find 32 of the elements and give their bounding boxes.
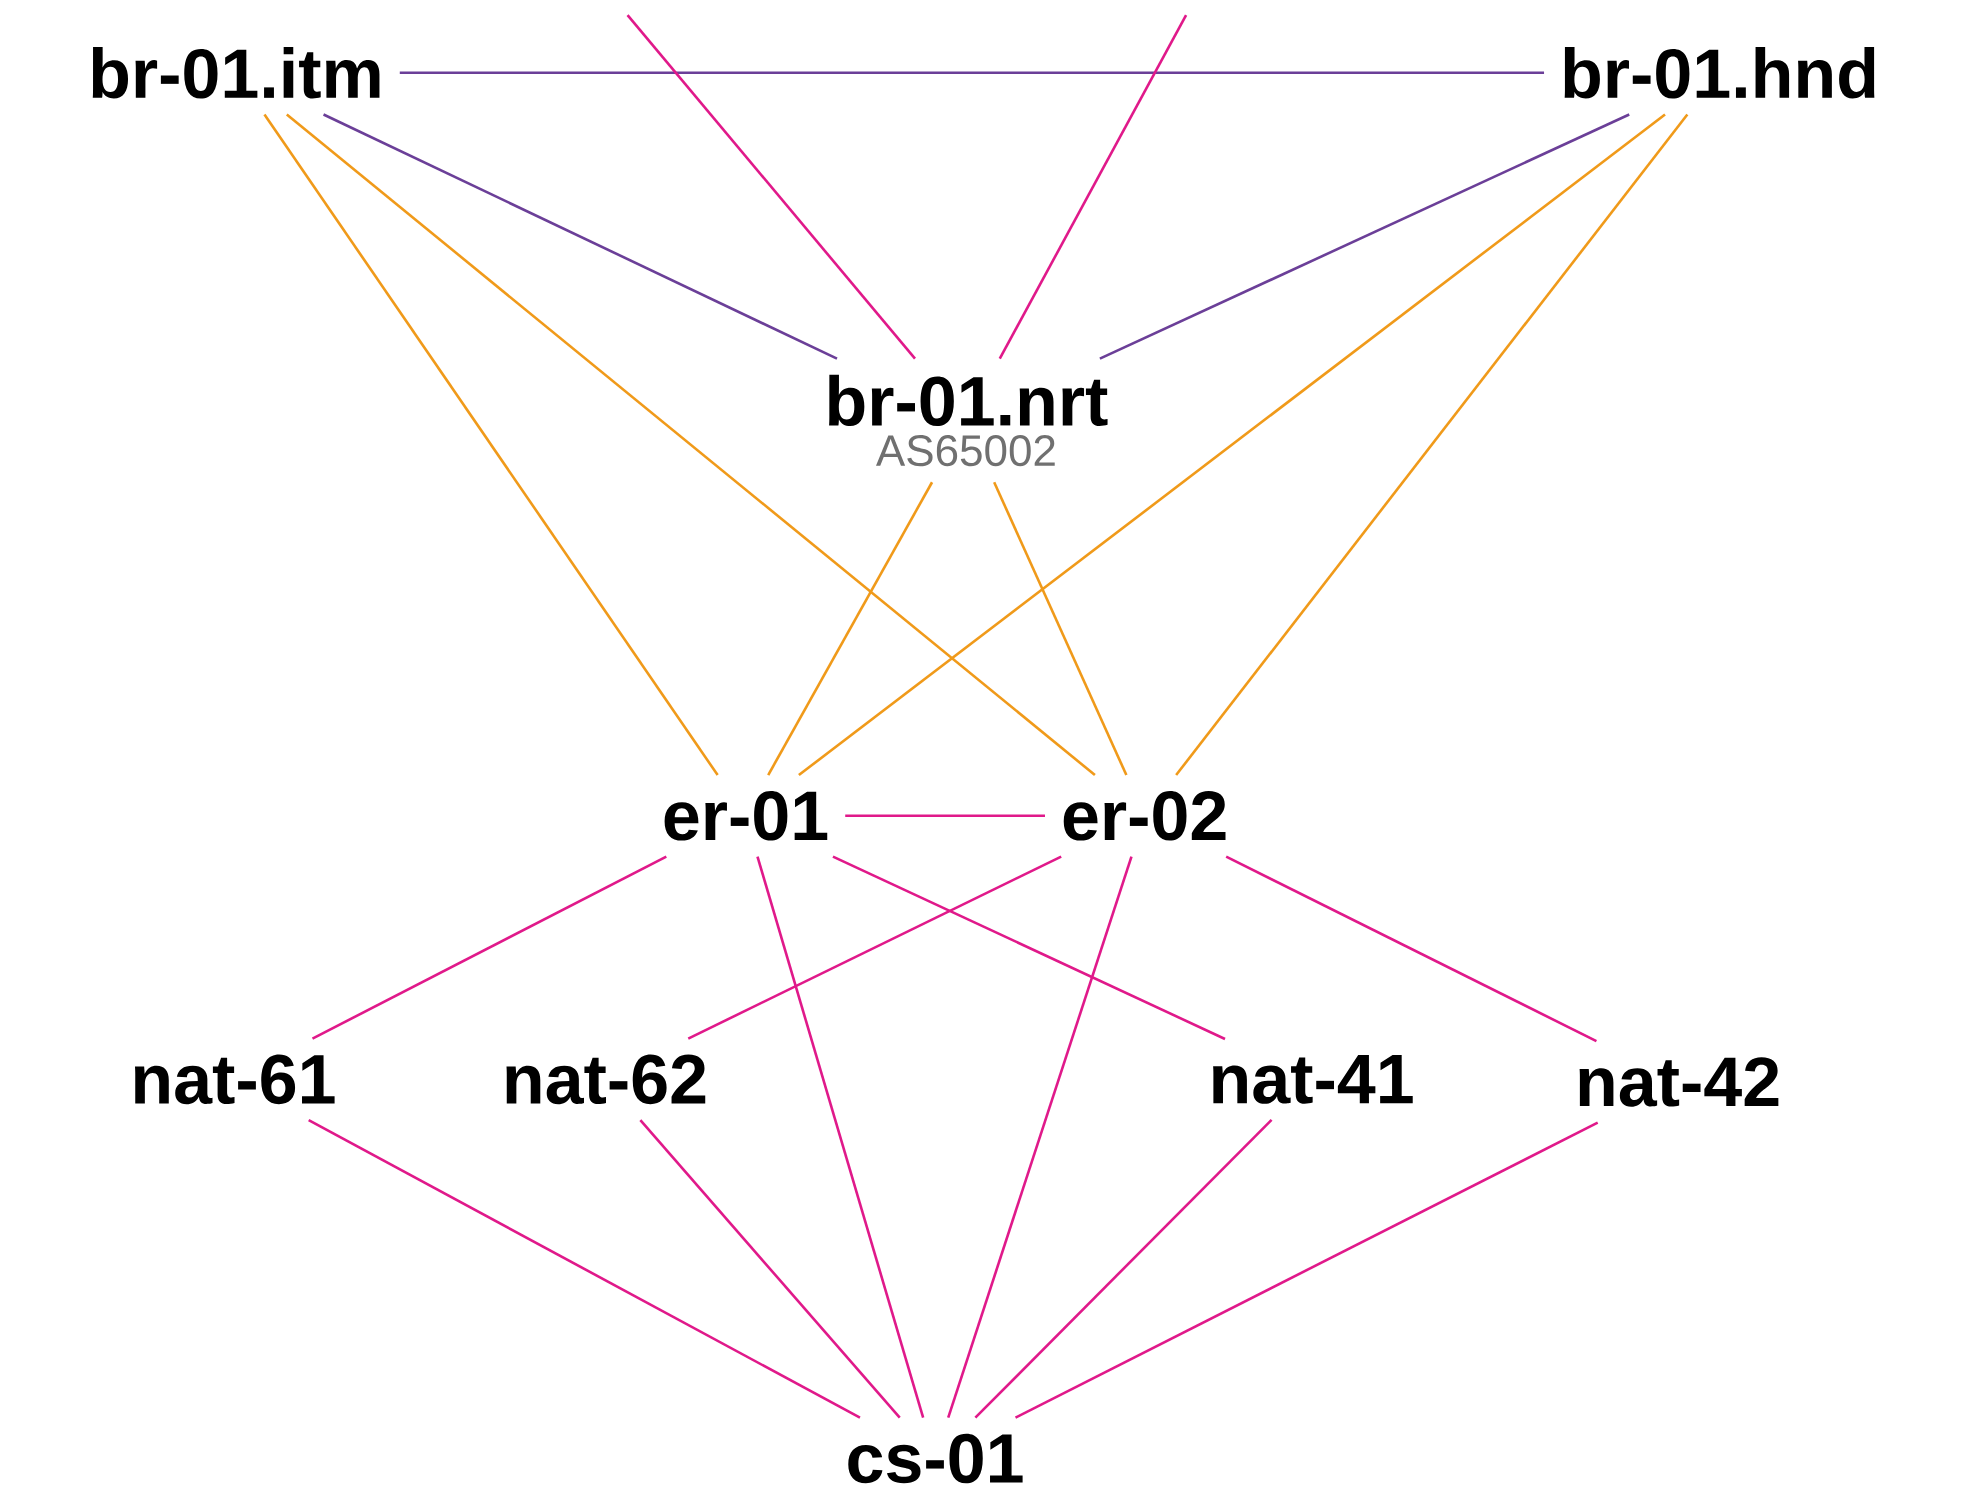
connector-line [798,113,1666,777]
connector-line [947,856,1133,1419]
node-label: nat-42 [1579,1057,1779,1107]
connector-line [687,855,1062,1040]
connector-line [311,855,667,1040]
connector-line [1175,113,1689,777]
node-label: er-02 [1063,791,1226,841]
connector-line [323,113,838,361]
connector-line [832,855,1226,1041]
connector-line [285,113,1096,777]
connector-line [639,1119,901,1419]
connector-line [263,114,719,776]
node-label: br-01.hnd [1564,47,1875,99]
connector-line [998,14,1188,360]
node-label: br-01.nrt AS65002 [829,374,1108,467]
connector-line [767,481,934,776]
node-label: nat-62 [506,1054,706,1105]
connector-line [974,1119,1273,1419]
connector-line [845,814,1045,818]
connector-line [1225,855,1597,1043]
node-label: er-01 [664,791,828,841]
connector-line [399,71,1545,75]
node-label: cs-01 [848,1433,1023,1484]
connector-line [756,856,925,1419]
connector-line [1014,1121,1599,1420]
node-label: br-01.itm [92,47,380,99]
connector-line [993,481,1128,776]
connector-line [308,1119,861,1419]
connector-line [626,14,916,360]
node-label: nat-41 [1213,1055,1413,1105]
node-label: nat-61 [134,1054,335,1105]
connector-line [1099,113,1630,361]
